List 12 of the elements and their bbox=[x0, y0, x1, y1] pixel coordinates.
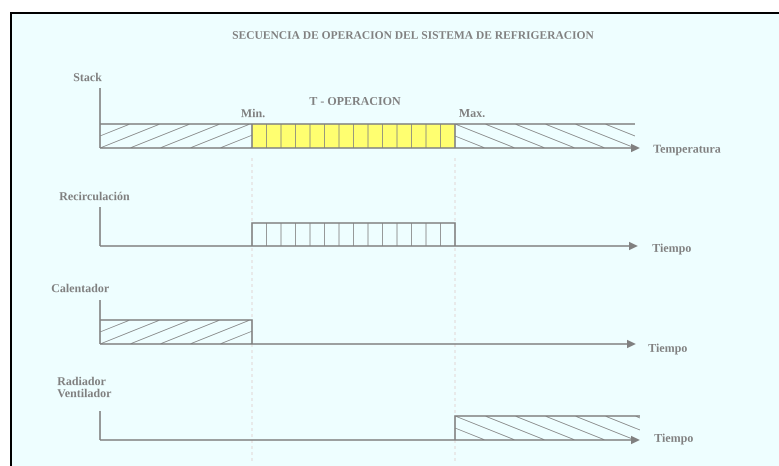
title: SECUENCIA DE OPERACION DEL SISTEMA DE REFRIGERACION bbox=[232, 31, 594, 39]
axis-label: Calentador bbox=[52, 284, 109, 292]
axis-label: Radiador Ventilador bbox=[57, 376, 112, 398]
axis-label: Recirculación bbox=[59, 192, 130, 200]
axis-label: Temperatura bbox=[653, 144, 721, 156]
limit-label: Max. bbox=[459, 108, 485, 118]
limit-label: Min. bbox=[241, 108, 265, 118]
axis-label: Tiempo bbox=[654, 434, 693, 444]
axis-label: Tiempo bbox=[648, 344, 687, 354]
axis-label: Tiempo bbox=[652, 244, 691, 254]
zone-label: T - OPERACION bbox=[310, 96, 400, 106]
axis-label: Stack bbox=[74, 72, 102, 82]
